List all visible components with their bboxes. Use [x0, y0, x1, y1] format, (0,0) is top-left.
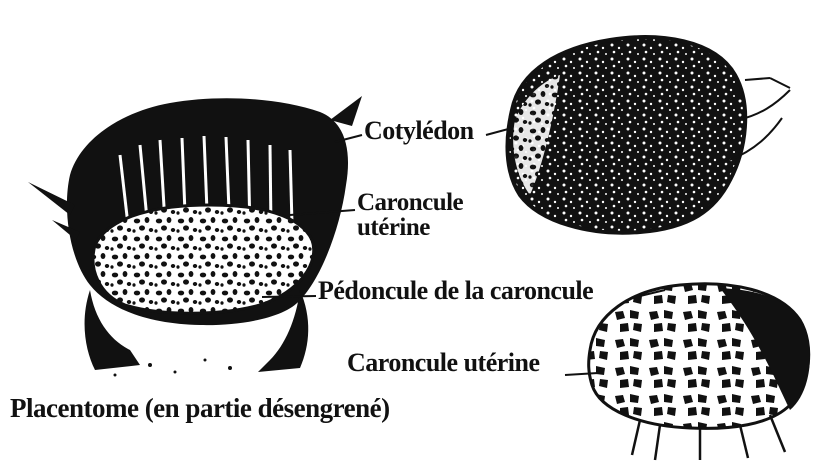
label-caroncule-line2: utérine — [357, 215, 463, 240]
diagram-caption: Placentome (en partie désengrené) — [10, 395, 390, 422]
cotyledon-top-right — [507, 37, 790, 233]
leader-pedoncule-left — [262, 296, 316, 297]
label-pedoncule: Pédoncule de la caroncule — [318, 278, 593, 304]
label-caroncule-uterine-right: Caroncule utérine — [347, 350, 540, 376]
caroncule-bottom-right — [589, 284, 810, 460]
left-placentome — [28, 96, 362, 377]
label-cotyledon: Cotylédon — [364, 118, 474, 144]
label-caroncule-line1: Caroncule — [357, 190, 463, 215]
label-caroncule-uterine-left: Caroncule utérine — [357, 190, 463, 240]
